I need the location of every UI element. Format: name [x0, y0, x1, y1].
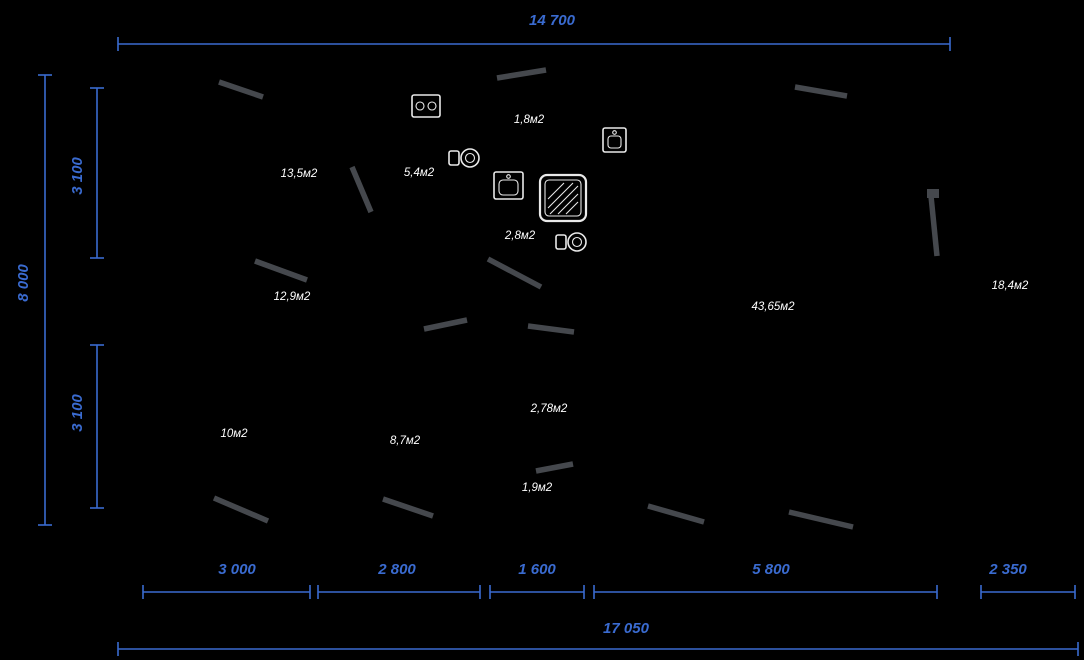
shower-icon: [538, 173, 588, 223]
walls: [212, 67, 940, 530]
dimension-left-upper: 3 100: [69, 87, 104, 259]
wall-segment: [349, 165, 374, 214]
dimension-bottom-segment-1: 3 000: [142, 561, 311, 599]
room-area-label: 1,8м2: [514, 114, 545, 126]
dimension-bottom-total: 17 050: [117, 620, 1079, 656]
dimension-bottom-segment-2: 2 800: [317, 561, 481, 599]
room-labels: 13,5м2 5,4м2 1,8м2 2,8м2 12,9м2 43,65м2 …: [220, 114, 1028, 494]
room-area-label: 18,4м2: [992, 280, 1029, 292]
dimension-label: 17 050: [603, 620, 650, 637]
dimension-label: 5 800: [752, 561, 790, 578]
wall-segment: [218, 79, 264, 100]
sink-icon: [602, 127, 627, 153]
room-area-label: 2,8м2: [504, 230, 536, 242]
dimension-left-height: 8 000: [15, 74, 52, 526]
dimension-label: 3 000: [218, 561, 256, 578]
wall-segment: [928, 195, 940, 257]
dimension-label: 8 000: [15, 264, 32, 302]
dimension-label: 2 350: [988, 561, 1027, 578]
dimension-label: 2 800: [377, 561, 416, 578]
wall-segment: [535, 461, 574, 474]
dimension-bottom-segment-4: 5 800: [593, 561, 938, 599]
dimension-label: 3 100: [69, 157, 86, 195]
room-area-label: 2,78м2: [530, 403, 568, 415]
toilet-icon: [555, 232, 587, 252]
dimension-left-lower: 3 100: [69, 344, 104, 509]
wall-segment: [788, 509, 854, 530]
dimension-bottom-segment-5: 2 350: [980, 561, 1076, 599]
wall-segment: [382, 496, 434, 519]
room-area-label: 12,9м2: [274, 291, 311, 303]
wall-segment: [647, 503, 705, 525]
stove-icon: [411, 94, 441, 118]
wall-segment: [486, 256, 543, 290]
room-area-label: 43,65м2: [751, 301, 795, 313]
dimension-label: 3 100: [69, 394, 86, 432]
dimension-bottom-segment-3: 1 600: [489, 561, 585, 599]
dimension-label: 14 700: [529, 12, 576, 29]
room-area-label: 10м2: [220, 428, 248, 440]
washbasin-icon: [448, 148, 480, 168]
wall-segment: [212, 495, 270, 524]
column: [927, 189, 939, 198]
room-area-label: 13,5м2: [281, 168, 318, 180]
wall-segment: [527, 323, 575, 335]
room-area-label: 1,9м2: [522, 482, 553, 494]
sink-icon: [493, 171, 524, 200]
dimension-top-width: 14 700: [117, 12, 951, 51]
wall-segment: [794, 84, 848, 99]
dimension-label: 1 600: [518, 561, 556, 578]
wall-segment: [496, 67, 547, 81]
wall-segment: [423, 317, 468, 332]
wall-segment: [254, 258, 308, 283]
fixtures: [411, 94, 627, 252]
room-area-label: 5,4м2: [404, 167, 435, 179]
room-area-label: 8,7м2: [390, 435, 421, 447]
